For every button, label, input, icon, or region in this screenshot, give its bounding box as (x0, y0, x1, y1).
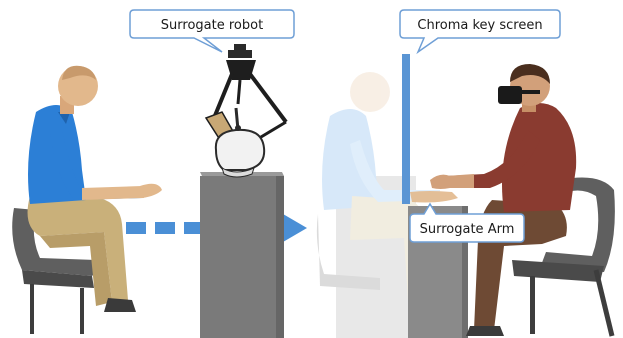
left-human (12, 66, 162, 334)
callout-surrogate-robot: Surrogate robot (130, 10, 294, 52)
callout-chroma-key-screen: Chroma key screen (400, 10, 560, 52)
surrogate-arm-hand (410, 191, 458, 203)
pedestal (200, 172, 284, 338)
label-surrogate-arm: Surrogate Arm (420, 222, 515, 237)
label-surrogate-robot: Surrogate robot (161, 18, 263, 33)
chroma-key-screen (402, 54, 410, 204)
label-chroma-key-screen: Chroma key screen (417, 18, 542, 33)
delta-robot-icon (206, 44, 286, 177)
